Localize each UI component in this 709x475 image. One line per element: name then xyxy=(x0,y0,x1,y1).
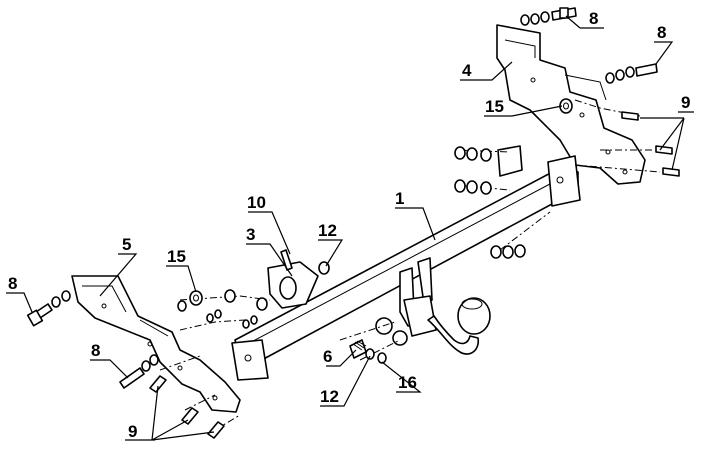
side-plate-3 xyxy=(267,261,319,309)
label-part-12-top: 12 xyxy=(318,221,337,240)
main-crossbar-1 xyxy=(231,145,581,381)
label-part-12-bottom: 12 xyxy=(320,387,339,406)
left-bracket-5 xyxy=(71,275,241,413)
label-part-16: 16 xyxy=(398,373,417,392)
label-part-8-left: 8 xyxy=(8,274,17,293)
label-part-15-left: 15 xyxy=(167,247,186,266)
label-part-10: 10 xyxy=(247,193,266,212)
label-part-9-left: 9 xyxy=(128,422,137,441)
tow-ball-assembly xyxy=(375,257,491,355)
label-part-5: 5 xyxy=(122,235,131,254)
part-labels: 1 3 4 5 6 8 8 8 8 9 9 10 12 12 15 15 16 xyxy=(8,9,690,441)
leader-lines xyxy=(6,15,694,441)
label-part-3: 3 xyxy=(246,225,255,244)
label-part-8-right: 8 xyxy=(657,23,666,42)
fastener-bolts-washers-nuts xyxy=(26,7,680,439)
label-part-6: 6 xyxy=(323,347,332,366)
label-part-8-lower-left: 8 xyxy=(91,341,100,360)
label-part-1: 1 xyxy=(395,189,404,208)
label-part-15-right: 15 xyxy=(485,97,504,116)
label-part-4: 4 xyxy=(462,61,472,80)
label-part-8-top: 8 xyxy=(589,9,598,28)
label-part-9-right: 9 xyxy=(681,93,690,112)
